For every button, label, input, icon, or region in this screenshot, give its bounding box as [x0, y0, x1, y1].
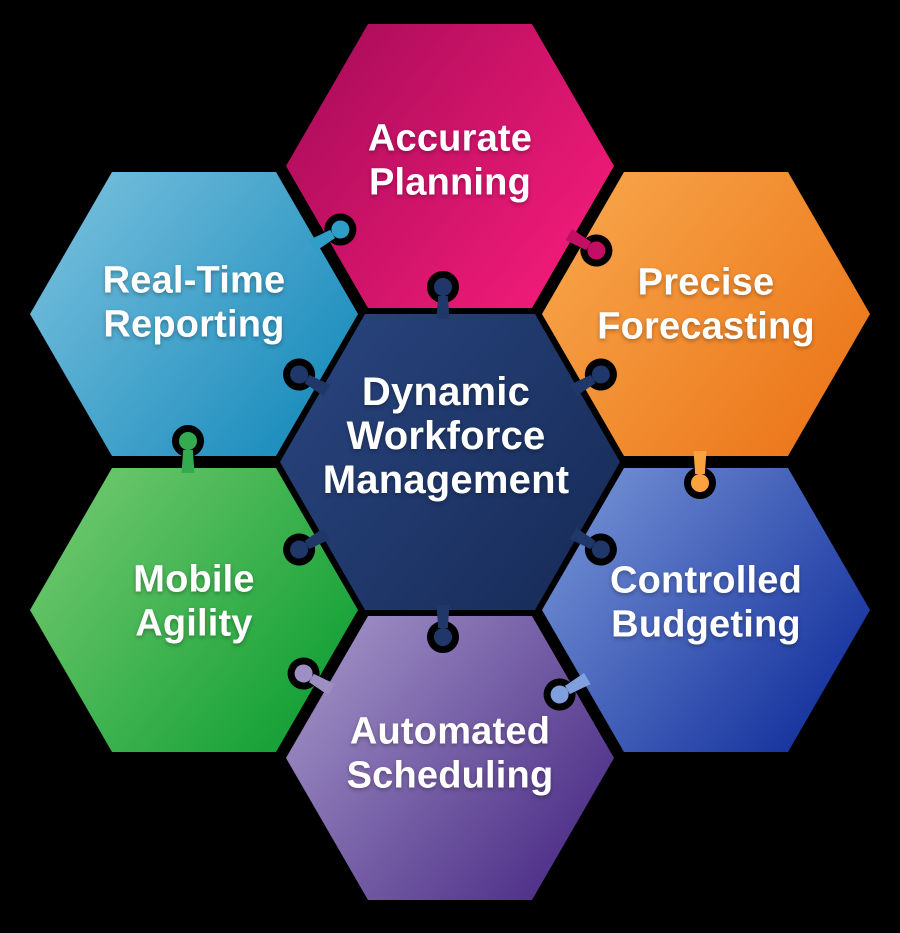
- hexagon-controlled-budgeting: [542, 468, 870, 752]
- puzzle-knob-center-upper-left: [283, 358, 331, 397]
- puzzle-knob-center-bottom: [427, 605, 459, 653]
- puzzle-knob-agility-to-reporting: [172, 425, 204, 473]
- hexagon-real-time-reporting: [30, 172, 358, 456]
- label-precise-forecasting: Precise Forecasting: [597, 261, 815, 347]
- label-controlled-budgeting: Controlled Budgeting: [610, 559, 802, 645]
- puzzle-knob-center-lower-left: [283, 527, 331, 566]
- puzzle-knob-budgeting-to-scheduling: [543, 672, 591, 711]
- puzzle-knob-planning-to-forecasting: [565, 228, 613, 267]
- hexagon-accurate-planning: [286, 24, 614, 308]
- puzzle-knob-scheduling-to-agility: [287, 657, 335, 696]
- hexagon-automated-scheduling: [286, 616, 614, 900]
- label-accurate-planning: Accurate Planning: [367, 117, 533, 203]
- puzzle-knob-reporting-to-planning: [309, 213, 357, 252]
- puzzle-knob-center-lower-right: [569, 527, 617, 566]
- label-automated-scheduling: Automated Scheduling: [346, 710, 554, 796]
- hexagon-mobile-agility: [30, 468, 358, 752]
- puzzle-knob-center-top: [427, 271, 459, 319]
- puzzle-knob-center-upper-right: [569, 358, 617, 397]
- label-mobile-agility: Mobile Agility: [133, 558, 255, 644]
- label-real-time-reporting: Real-Time Reporting: [102, 259, 286, 345]
- hexagon-center-dynamic-workforce: [280, 314, 620, 610]
- hexagon-precise-forecasting: [542, 172, 870, 456]
- puzzle-knob-forecasting-to-budgeting: [684, 451, 716, 499]
- label-center-dynamic-workforce-management: Dynamic Workforce Management: [322, 370, 570, 502]
